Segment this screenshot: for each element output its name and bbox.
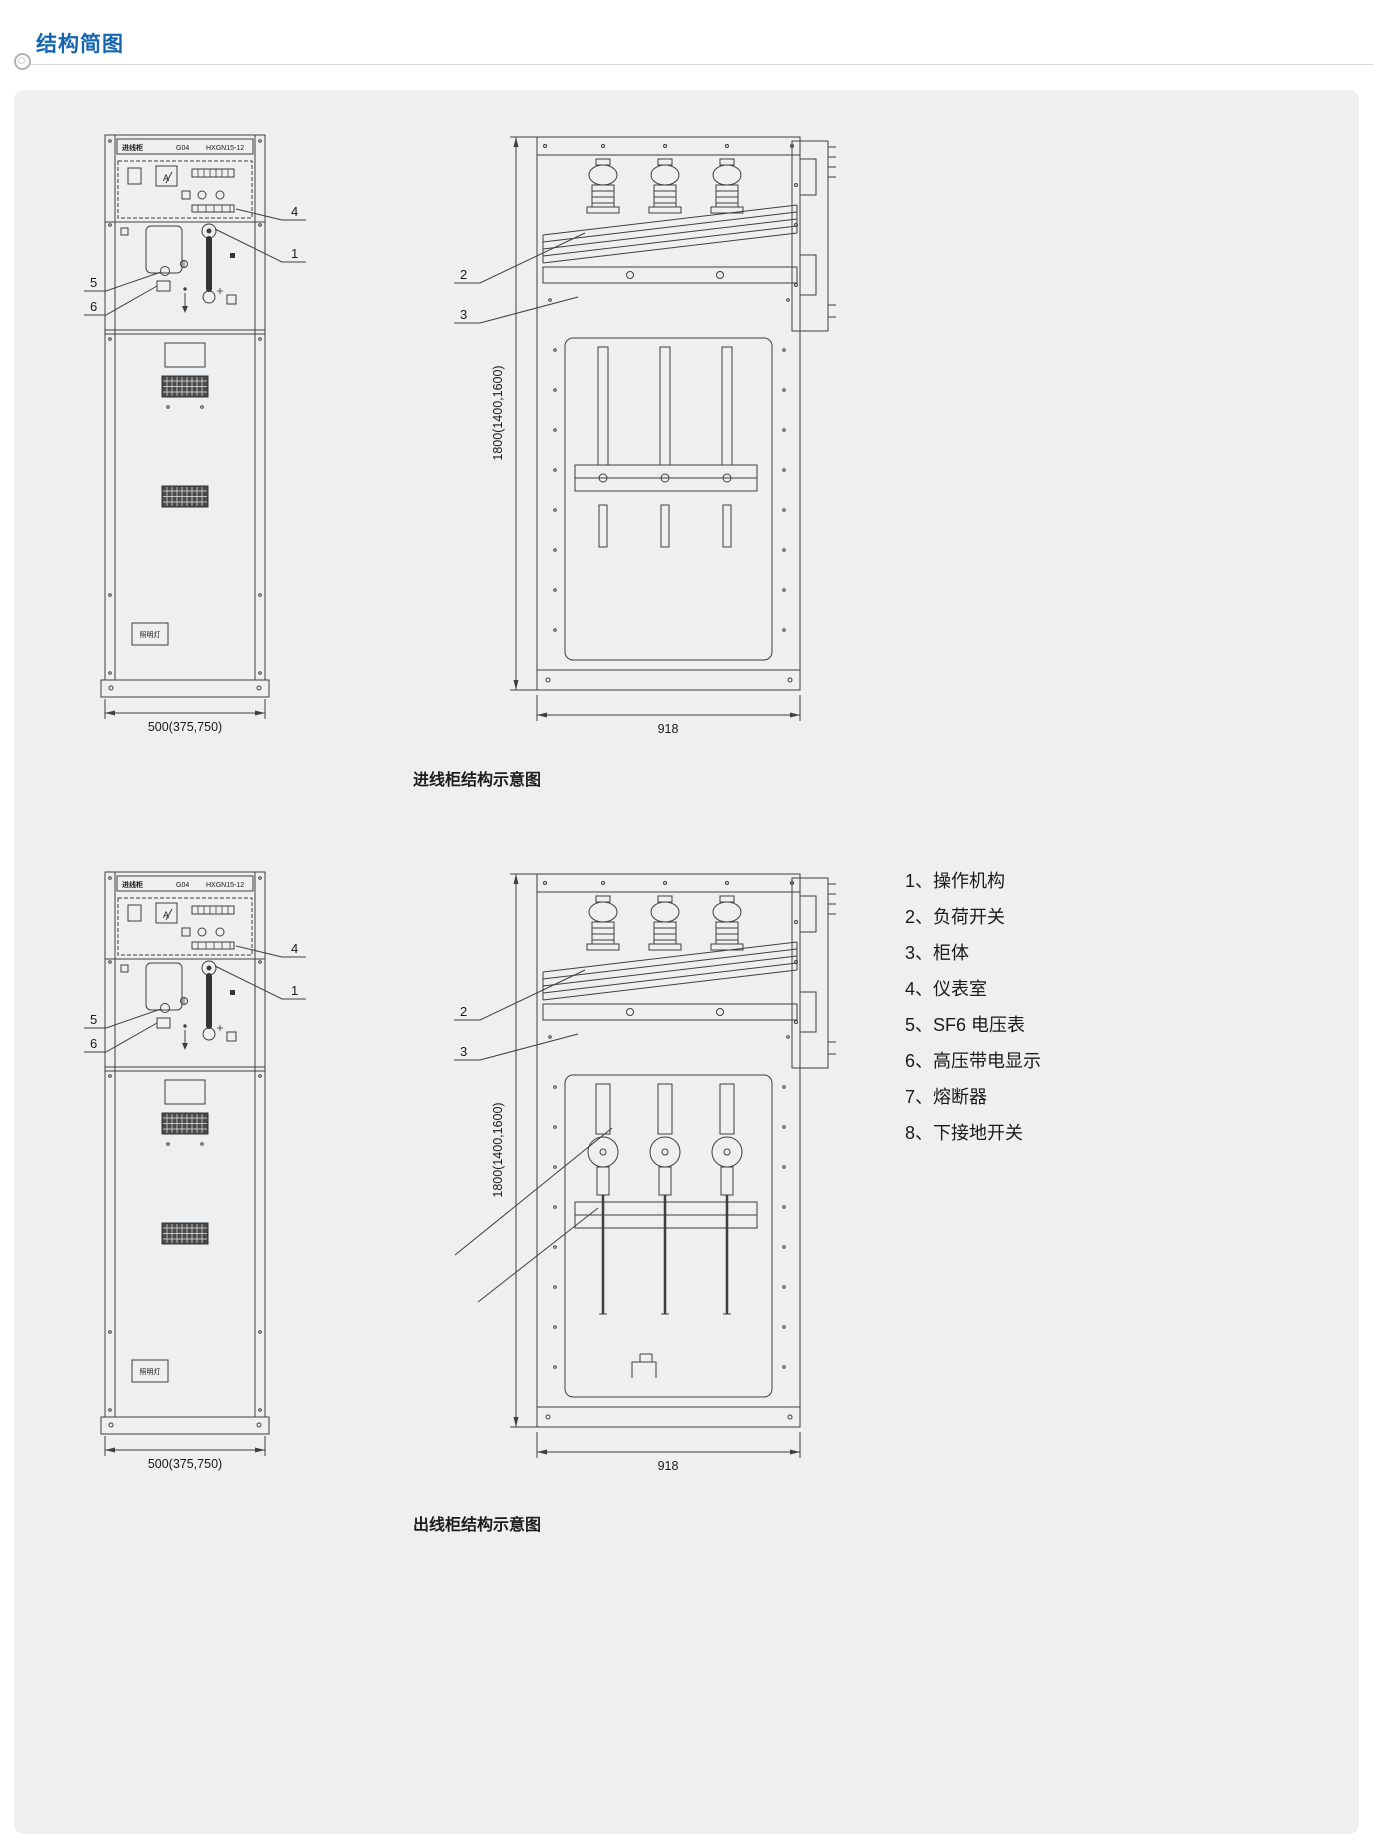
fuse-assembly [587,1083,619,1315]
cabinet-model-label: HXGN15-12 [206,882,244,889]
cabinet-code-label: G04 [176,145,189,152]
ammeter-label: A [163,910,169,920]
fuse-assembly [711,1083,743,1315]
bushing-insulators [586,895,744,951]
operating-handle [206,236,212,292]
cabinet-name-label: 进线柜 [122,143,143,152]
callout-6: 6 [90,1036,97,1051]
cabinet-frame [100,871,270,1435]
louver-vent [161,1112,209,1135]
frame-screws [537,298,800,683]
callout-3: 3 [460,307,467,322]
incoming-side-view-diagram: 1800(1400,1600) 918 2 3 [454,136,836,736]
fuse-compartment [564,1074,773,1398]
legend-item: 1、操作机构 [905,871,1006,891]
front-width-dim-label: 500(375,750) [148,1457,222,1471]
side-depth-dim-label: 918 [658,722,679,736]
louver-vent [161,1222,209,1245]
operating-handle [206,973,212,1029]
operation-panel [105,223,265,335]
cabinet-code-label: G04 [176,882,189,889]
load-switch-busbar [542,941,798,1021]
cabinet-name-label: 进线柜 [122,880,143,889]
side-height-dim-label: 1800(1400,1600) [491,1102,505,1197]
callout-leaders [84,208,306,316]
caption-incoming: 进线柜结构示意图 [413,772,542,789]
side-height-dim-label: 1800(1400,1600) [491,365,505,460]
callout-leaders [454,232,586,324]
callout-4: 4 [291,941,298,956]
width-dimension [104,1436,266,1456]
callout-5: 5 [90,275,97,290]
width-dimension [104,699,266,719]
lower-door [131,1079,209,1383]
outgoing-front-view-diagram: 进线柜 G04 HXGN15-12 A [84,871,306,1471]
callout-2: 2 [460,1004,467,1019]
callout-4: 4 [291,204,298,219]
callout-3: 3 [460,1044,467,1059]
legend-item: 5、SF6 电压表 [905,1015,1026,1035]
height-dimension [510,136,537,691]
louver-vent [161,375,209,398]
callout-2: 2 [460,267,467,282]
callout-1: 1 [291,246,298,261]
louver-vent [161,485,209,508]
depth-dimension [536,1432,801,1458]
side-depth-dim-label: 918 [658,1459,679,1473]
lamp-label: 照明灯 [140,630,161,639]
instrument-compartment [105,160,265,223]
lower-door [131,342,209,646]
lamp-label: 照明灯 [140,1367,161,1376]
outgoing-side-view-diagram: 1800(1400,1600) 918 2 3 [454,873,836,1473]
operation-panel [105,960,265,1072]
instrument-compartment [105,897,265,960]
page-title: 结构简图 [36,33,124,56]
rear-cable-compartment [791,140,836,332]
legend-item: 7、熔断器 [905,1087,988,1107]
legend-item: 8、下接地开关 [905,1123,1024,1143]
legend: 1、操作机构 2、负荷开关 3、柜体 4、仪表室 5、SF6 电压表 6、高压带… [905,870,1041,1158]
load-switch-busbar [542,204,798,284]
legend-item: 4、仪表室 [905,979,988,999]
height-dimension [510,873,537,1428]
section-bullet-icon [14,53,31,70]
legend-item: 3、柜体 [905,943,970,963]
header-divider [30,64,1373,65]
ammeter-label: A [163,173,169,183]
nameplate-strip [108,875,262,892]
callout-5: 5 [90,1012,97,1027]
fuse-assembly [649,1083,681,1315]
depth-dimension [536,695,801,721]
callout-1: 1 [291,983,298,998]
legend-item: 2、负荷开关 [905,907,1006,927]
caption-outgoing: 出线柜结构示意图 [413,1517,542,1534]
front-width-dim-label: 500(375,750) [148,720,222,734]
cabinet-model-label: HXGN15-12 [206,145,244,152]
callout-leaders [84,945,306,1053]
nameplate-strip [108,138,262,155]
bushing-insulators [586,158,744,214]
rear-cable-compartment [791,877,836,1069]
frame-screws [537,1035,800,1420]
callout-6: 6 [90,299,97,314]
incoming-front-view-diagram: 进线柜 G04 HXGN15-12 A [84,134,306,734]
cabinet-body [536,136,801,691]
switch-compartment [564,337,773,661]
legend-item: 6、高压带电显示 [905,1051,1042,1071]
cabinet-frame [100,134,270,698]
callout-leaders [454,969,613,1303]
